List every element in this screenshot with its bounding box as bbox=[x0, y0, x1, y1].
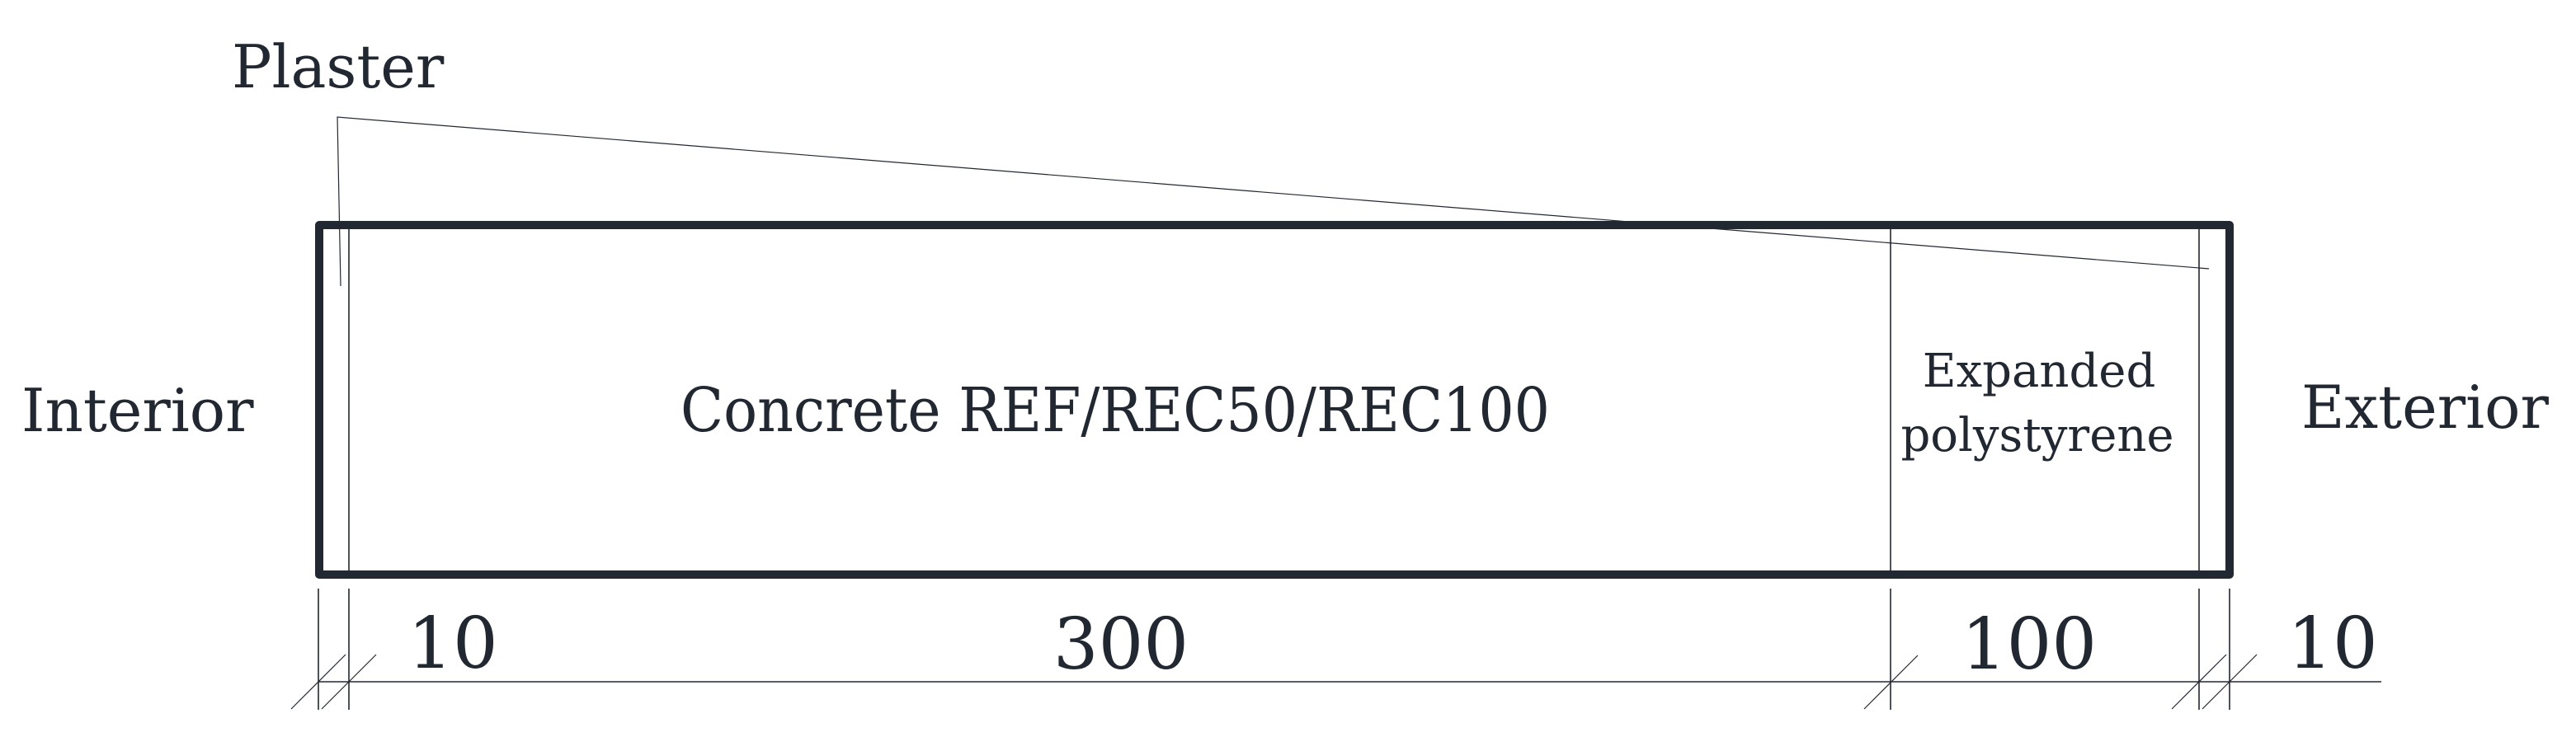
tick-mark-3 bbox=[1863, 655, 1919, 710]
eps-label-line2: polystyrene bbox=[1900, 409, 2173, 462]
tick-mark-1 bbox=[290, 654, 346, 710]
tick-mark-4 bbox=[2171, 654, 2227, 710]
dimension-concrete: 300 bbox=[1053, 603, 1189, 686]
eps-label-line1: Expanded bbox=[1923, 345, 2156, 398]
dimension-exterior-plaster: 10 bbox=[2287, 603, 2377, 685]
plaster-leader-line bbox=[337, 116, 2210, 287]
dimension-interior-plaster: 10 bbox=[407, 603, 497, 685]
dimension-eps: 100 bbox=[1961, 603, 2097, 686]
wall-outline bbox=[315, 221, 2234, 579]
tick-mark-2 bbox=[321, 654, 377, 710]
dimension-chain: 10 300 100 10 bbox=[290, 589, 2381, 710]
tick-mark-5 bbox=[2202, 654, 2258, 710]
interior-label: Interior bbox=[21, 376, 254, 445]
concrete-label: Concrete REF/REC50/REC100 bbox=[680, 375, 1550, 446]
exterior-label: Exterior bbox=[2301, 373, 2550, 442]
plaster-label: Plaster bbox=[232, 32, 445, 101]
